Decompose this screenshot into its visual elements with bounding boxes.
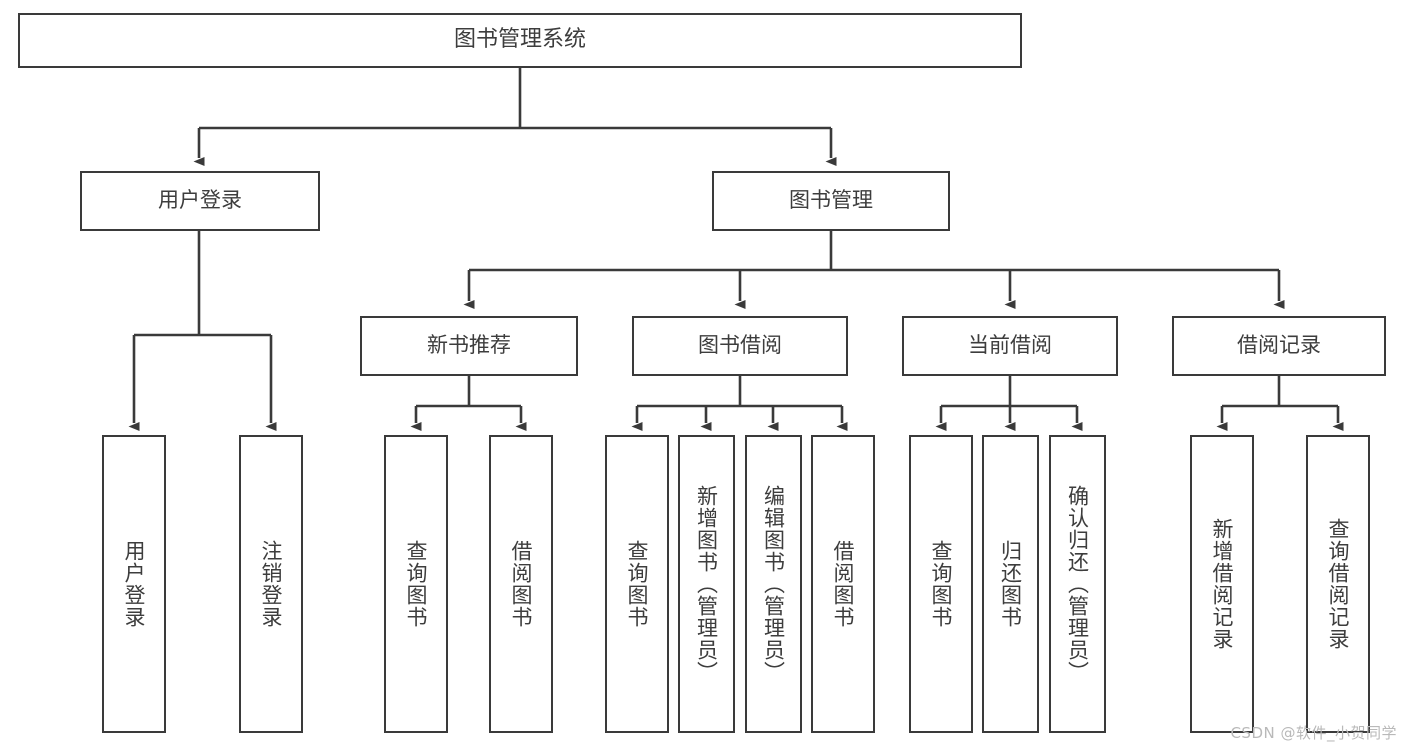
leaf-return-book[interactable]: 归还图书 bbox=[982, 435, 1039, 733]
node-label: 用户登录 bbox=[122, 540, 147, 628]
node-label: 新书推荐 bbox=[427, 333, 511, 358]
node-current-borrow[interactable]: 当前借阅 bbox=[902, 316, 1118, 376]
node-label: 用户登录 bbox=[158, 188, 242, 213]
node-label: 归还图书 bbox=[998, 540, 1023, 628]
node-book-management-system[interactable]: 图书管理系统 bbox=[18, 13, 1022, 68]
node-label: 查询图书 bbox=[929, 540, 954, 628]
leaf-query-book-borrow[interactable]: 查询图书 bbox=[605, 435, 669, 733]
node-label: 查询图书 bbox=[625, 540, 650, 628]
node-label: 注销登录 bbox=[259, 540, 284, 628]
leaf-confirm-return-admin[interactable]: 确认归还（管理员） bbox=[1049, 435, 1106, 733]
node-label: 查询图书 bbox=[404, 540, 429, 628]
node-new-book-recommend[interactable]: 新书推荐 bbox=[360, 316, 578, 376]
leaf-add-borrow-record[interactable]: 新增借阅记录 bbox=[1190, 435, 1254, 733]
node-label: 新增图书（管理员） bbox=[694, 485, 719, 683]
node-label: 借阅图书 bbox=[831, 540, 856, 628]
csdn-watermark: CSDN @软件_小贺同学 bbox=[1230, 724, 1397, 742]
leaf-edit-book-admin[interactable]: 编辑图书（管理员） bbox=[745, 435, 802, 733]
node-label: 编辑图书（管理员） bbox=[761, 485, 786, 683]
leaf-logout-login[interactable]: 注销登录 bbox=[239, 435, 303, 733]
leaf-query-borrow-record[interactable]: 查询借阅记录 bbox=[1306, 435, 1370, 733]
node-label: 新增借阅记录 bbox=[1210, 518, 1235, 650]
node-label: 图书管理 bbox=[789, 188, 873, 213]
node-label: 图书借阅 bbox=[698, 333, 782, 358]
leaf-add-book-admin[interactable]: 新增图书（管理员） bbox=[678, 435, 735, 733]
node-book-management[interactable]: 图书管理 bbox=[712, 171, 950, 231]
leaf-borrow-book[interactable]: 借阅图书 bbox=[811, 435, 875, 733]
node-borrow-record[interactable]: 借阅记录 bbox=[1172, 316, 1386, 376]
node-user-login[interactable]: 用户登录 bbox=[80, 171, 320, 231]
node-label: 图书管理系统 bbox=[453, 27, 586, 53]
node-label: 查询借阅记录 bbox=[1326, 518, 1351, 650]
leaf-user-login[interactable]: 用户登录 bbox=[102, 435, 166, 733]
node-book-borrow[interactable]: 图书借阅 bbox=[632, 316, 848, 376]
node-label: 当前借阅 bbox=[968, 333, 1052, 358]
leaf-query-book-recommend[interactable]: 查询图书 bbox=[384, 435, 448, 733]
node-label: 借阅记录 bbox=[1237, 333, 1321, 358]
node-label: 确认归还（管理员） bbox=[1065, 485, 1090, 683]
node-label: 借阅图书 bbox=[509, 540, 534, 628]
leaf-borrow-book-recommend[interactable]: 借阅图书 bbox=[489, 435, 553, 733]
leaf-query-book-current[interactable]: 查询图书 bbox=[909, 435, 973, 733]
